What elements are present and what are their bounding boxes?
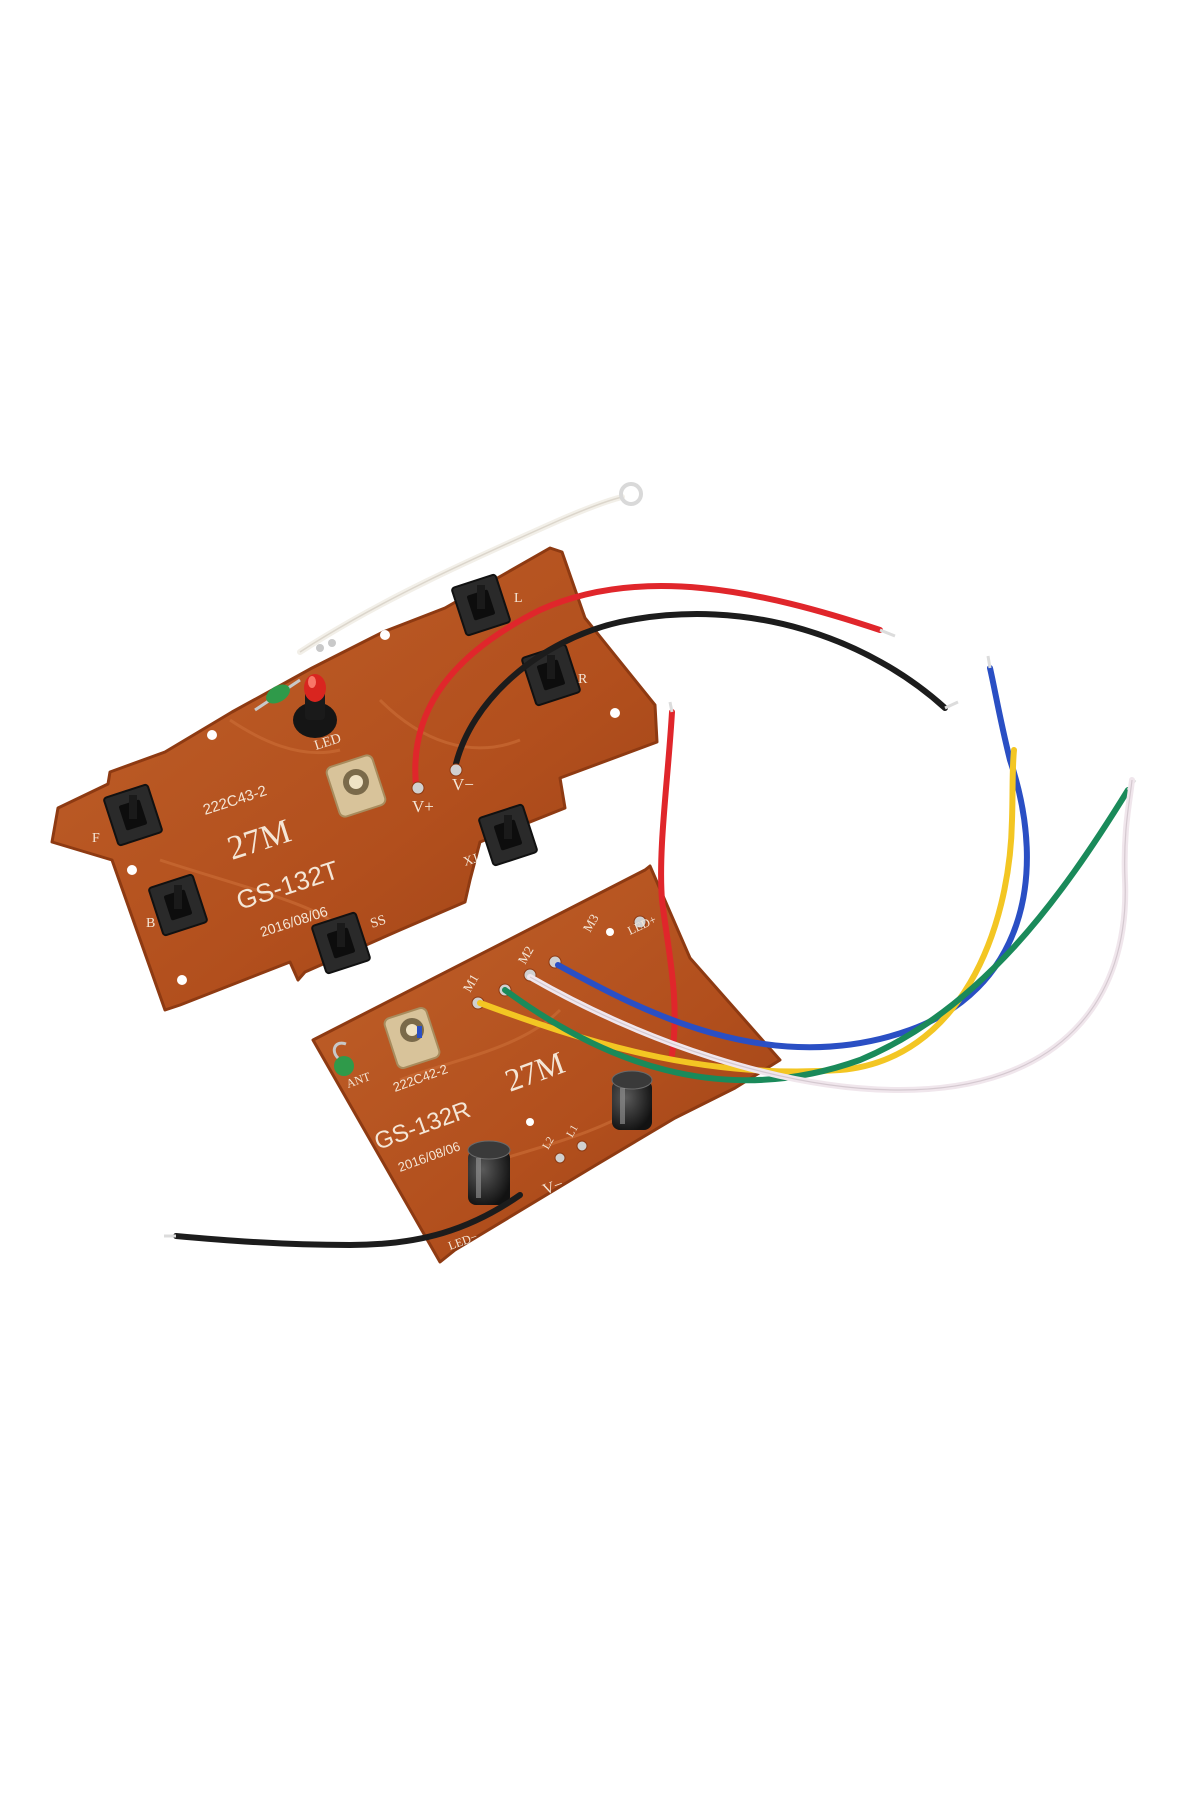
blue-wire bbox=[555, 665, 1030, 1051]
receiver-pcb bbox=[311, 864, 782, 1264]
power-wire-negative bbox=[452, 611, 948, 771]
power-label-positive: V+ bbox=[412, 797, 434, 816]
button-xj bbox=[478, 803, 538, 867]
pad-label-l2: L2 bbox=[540, 1135, 557, 1152]
green-wire bbox=[502, 787, 1131, 1084]
button-b bbox=[148, 873, 208, 937]
green-inductor bbox=[254, 678, 301, 712]
antenna-ring-terminal bbox=[619, 482, 643, 506]
button-l bbox=[451, 573, 511, 637]
electrolytic-capacitor bbox=[611, 1070, 653, 1130]
button-label-f: F bbox=[92, 831, 100, 846]
crystal-trimmer bbox=[383, 1007, 441, 1069]
power-label-negative: V− bbox=[452, 775, 474, 794]
mount-hole bbox=[380, 630, 390, 640]
electrolytic-capacitor bbox=[467, 1140, 511, 1205]
button-ss bbox=[311, 911, 371, 975]
receiver-board: 222C42-2 27M GS-132R 2016/08/06 M1 M2 M3… bbox=[164, 655, 1137, 1264]
yellow-wire bbox=[477, 747, 1017, 1075]
crystal-trimmer bbox=[325, 754, 387, 818]
black-antenna-wire bbox=[173, 1192, 523, 1249]
mount-hole bbox=[526, 1118, 534, 1126]
red-wire bbox=[658, 709, 678, 1058]
mount-hole bbox=[606, 928, 614, 936]
pad-label-l1: L1 bbox=[564, 1123, 581, 1140]
green-inductor bbox=[332, 1041, 354, 1076]
button-label-xj: XJ bbox=[461, 850, 479, 869]
mount-hole bbox=[127, 865, 137, 875]
button-f bbox=[103, 783, 163, 847]
power-wire-positive bbox=[412, 583, 883, 788]
button-label-ss: SS bbox=[369, 913, 388, 932]
button-label-r: R bbox=[578, 672, 588, 687]
mount-hole bbox=[207, 730, 217, 740]
mount-hole bbox=[610, 708, 620, 718]
receiver-power-label: V− bbox=[541, 1176, 566, 1199]
button-label-l: L bbox=[514, 591, 523, 606]
transmitter-board: 222C43-2 27M GS-132T 2016/08/06 L R XJ F… bbox=[50, 482, 959, 1012]
button-label-b: B bbox=[146, 916, 155, 931]
red-led bbox=[293, 674, 337, 738]
mount-hole bbox=[177, 975, 187, 985]
